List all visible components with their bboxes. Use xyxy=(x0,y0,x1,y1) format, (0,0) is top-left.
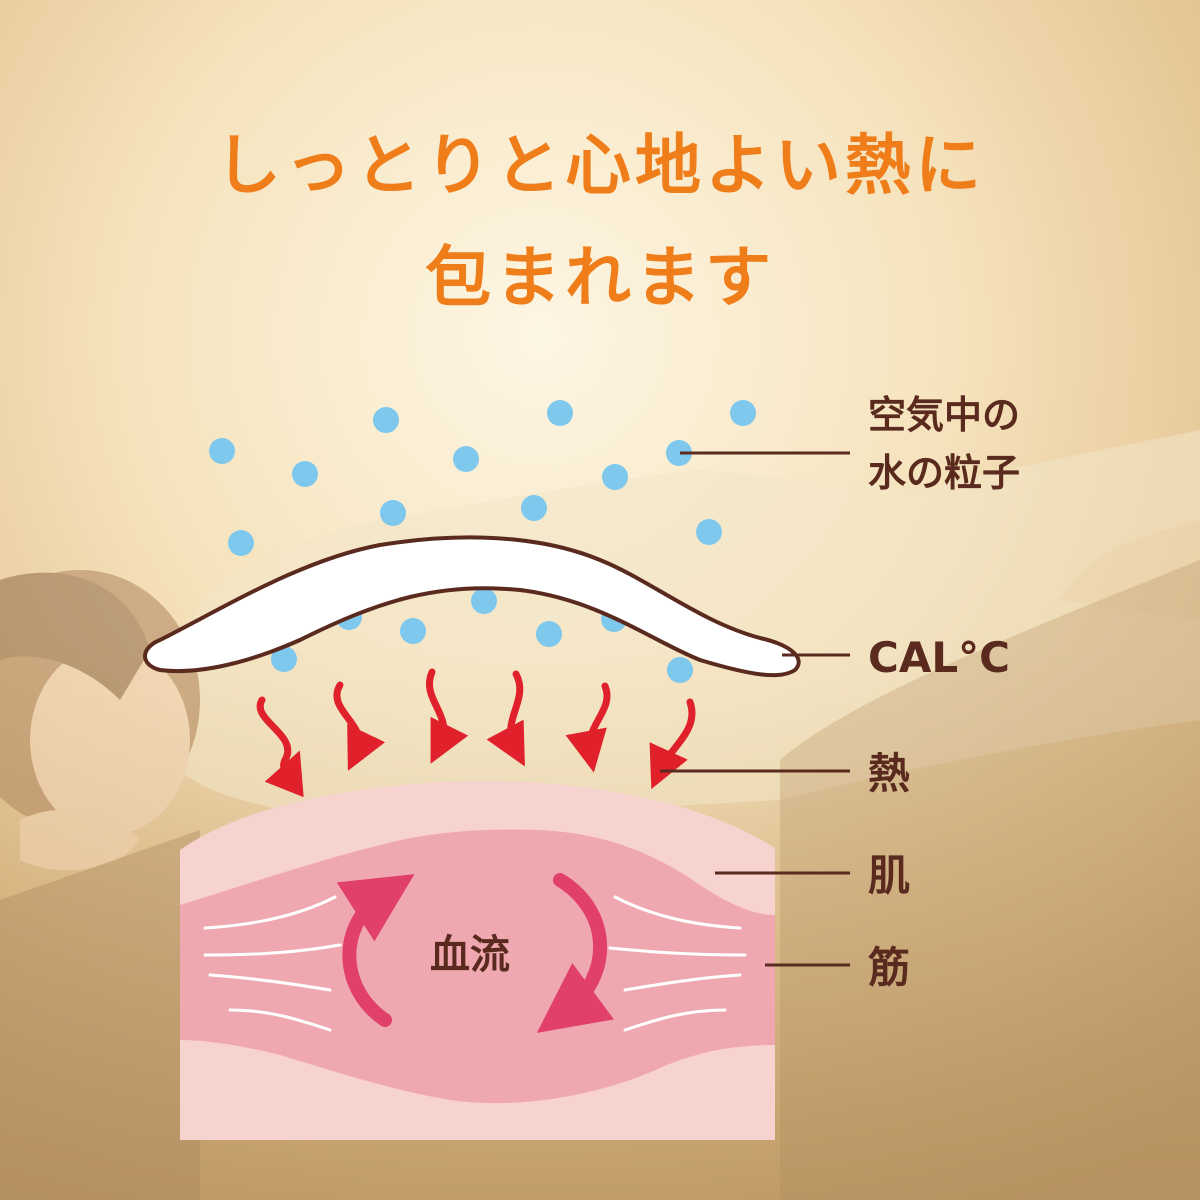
heat-arrows xyxy=(256,668,696,798)
heat-arrow-icon xyxy=(256,696,304,798)
muscle-label: 筋 xyxy=(868,943,910,992)
water-particle-dot xyxy=(696,519,722,545)
heat-arrow-icon xyxy=(565,682,611,773)
water-particle-dot xyxy=(666,440,692,466)
water-particles-label-line-1: 空気中の xyxy=(868,393,1020,437)
water-particle-dot xyxy=(453,446,479,472)
blood-flow-arrow-icon xyxy=(336,874,415,1027)
leader-lines xyxy=(660,451,850,967)
water-particles-label-line-2: 水の粒子 xyxy=(868,451,1020,495)
blood-flow-label: 血流 xyxy=(430,932,510,978)
muscle-fibers xyxy=(203,895,747,1032)
water-particle-dot xyxy=(536,621,562,647)
blood-flow-arrows xyxy=(336,873,614,1033)
heat-arrow-icon xyxy=(426,668,469,764)
water-particle-dot xyxy=(373,407,399,433)
water-particle-dot xyxy=(400,618,426,644)
water-particle-dot xyxy=(521,495,547,521)
water-particle-dot xyxy=(471,588,497,614)
skin-label: 肌 xyxy=(868,851,910,900)
heat-arrow-icon xyxy=(649,698,696,790)
cal-c-pad xyxy=(143,535,801,678)
water-particle-dot xyxy=(292,461,318,487)
water-particle-dot xyxy=(667,657,693,683)
product-label: CAL°C xyxy=(868,633,1010,682)
water-particle-dot xyxy=(602,464,628,490)
muscle-layer xyxy=(180,829,775,1104)
blood-flow-arrow-icon xyxy=(536,873,614,1033)
title-line-1: しっとりと心地よい熱に xyxy=(215,127,985,204)
water-particle-dot xyxy=(228,530,254,556)
heat-arrow-icon xyxy=(486,670,525,767)
heat-arrow-icon xyxy=(333,681,386,771)
title-line-2: 包まれます xyxy=(425,239,775,316)
water-particle-dot xyxy=(730,400,756,426)
heat-label: 熱 xyxy=(868,749,910,798)
water-particle-dot xyxy=(271,646,297,672)
water-particle-dot xyxy=(209,438,235,464)
water-particle-dot xyxy=(380,500,406,526)
water-particle-dot xyxy=(547,400,573,426)
